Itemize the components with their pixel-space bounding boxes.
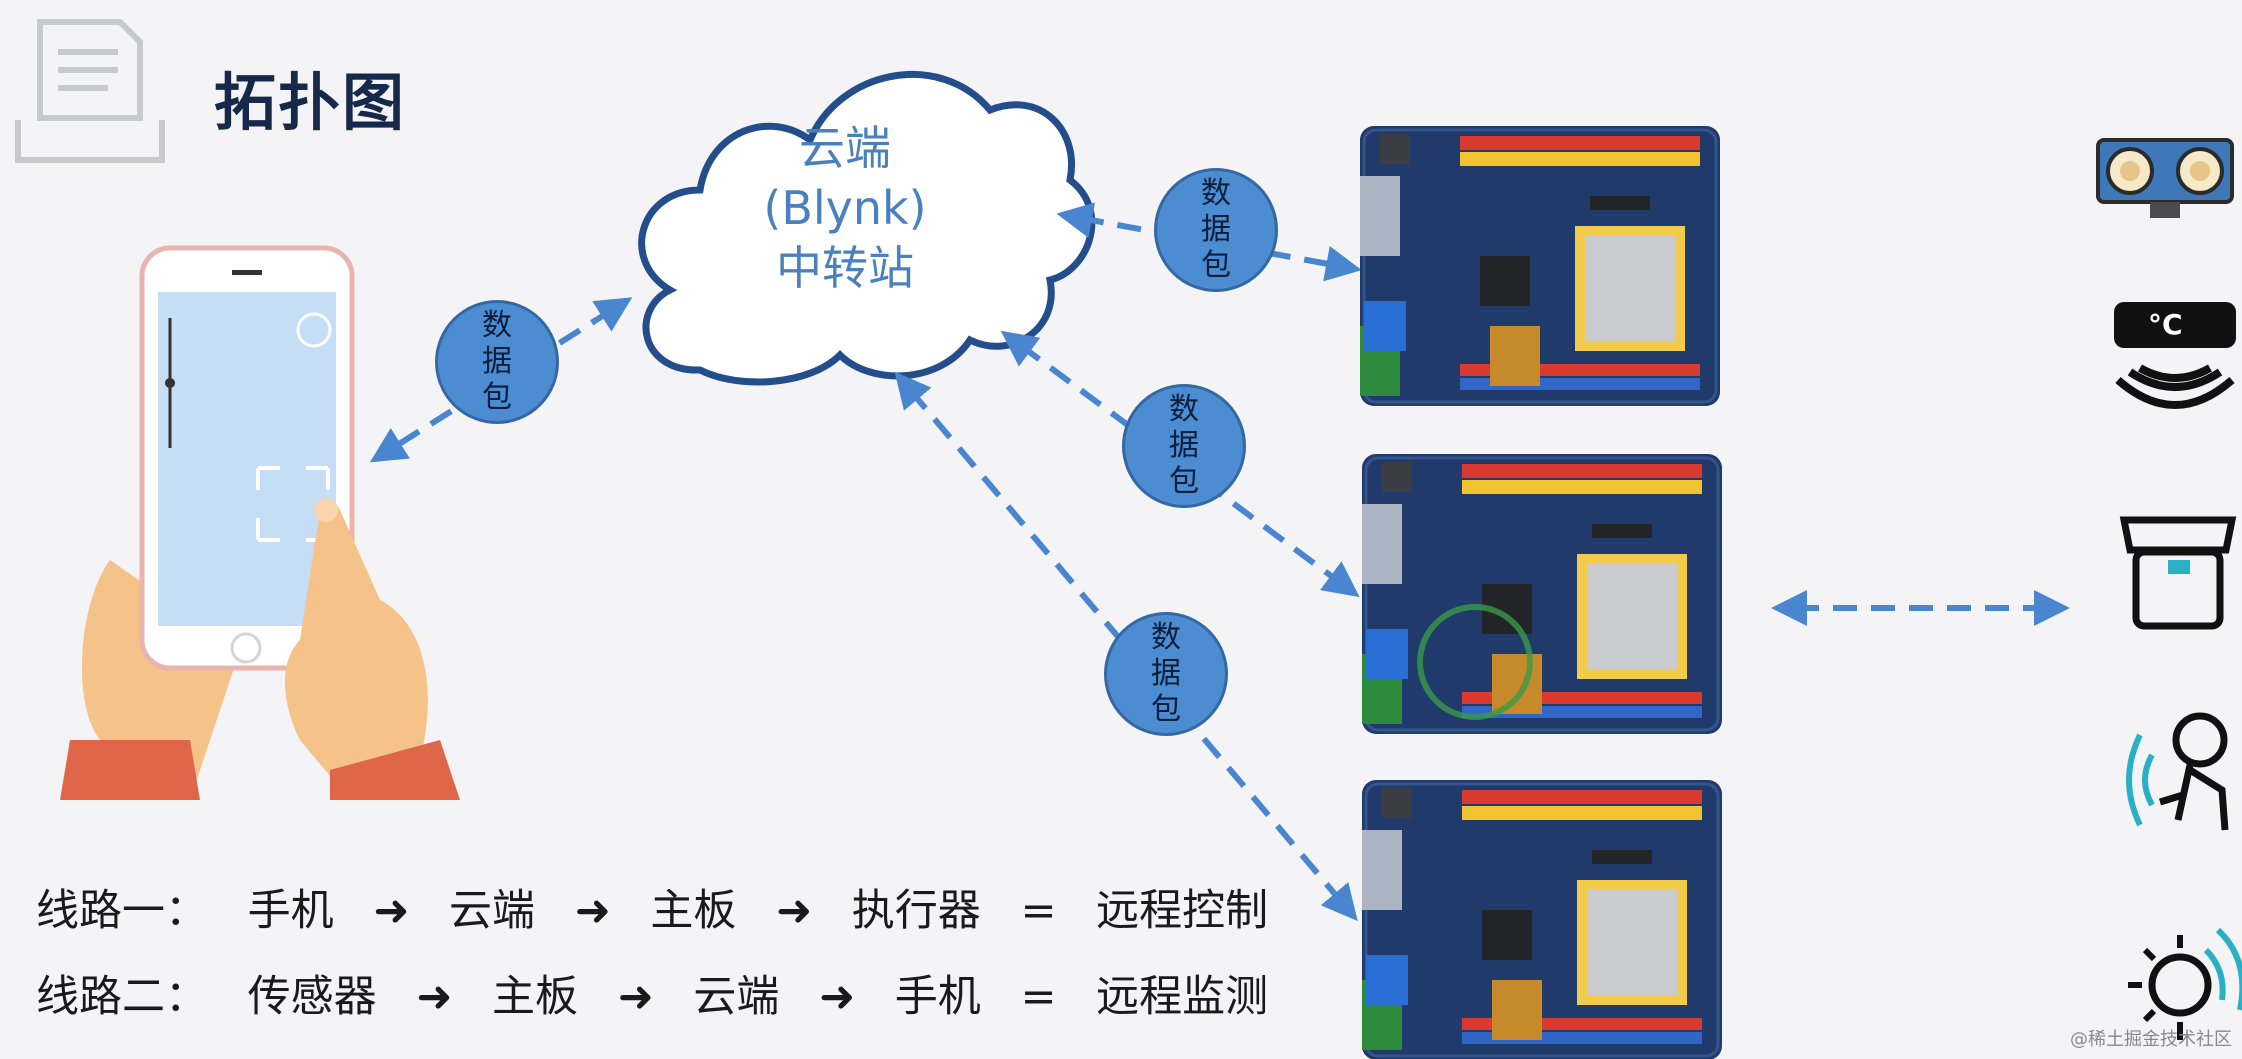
cloud-label-line2: (Blynk)	[763, 181, 927, 235]
phone-in-hands-illustration	[60, 245, 460, 800]
route-result: 远程控制	[1096, 886, 1269, 936]
esp32-board-1	[1358, 124, 1722, 408]
cloud-label-line1: 云端	[799, 121, 891, 175]
route-step: 执行器	[851, 886, 981, 936]
route-step: 主板	[650, 886, 737, 936]
packet-char: 数	[1169, 392, 1199, 427]
cloud-label-line3: 中转站	[776, 241, 914, 295]
route-arrow: ➜	[819, 972, 856, 1022]
route-arrow: ➜	[617, 972, 654, 1022]
pir-motion-sensor-icon	[2126, 712, 2229, 831]
route-arrow: ➜	[416, 972, 453, 1022]
route-line-1: 线路一： 手机 ➜ 云端 ➜ 主板 ➜ 执行器 = 远程控制	[36, 876, 1294, 938]
data-packet-bubble: 数 据 包	[1154, 168, 1278, 292]
packet-char: 据	[1201, 212, 1231, 247]
route-arrow: ➜	[373, 886, 410, 936]
route-step: 手机	[247, 886, 334, 936]
route-equals: =	[1020, 886, 1057, 936]
data-packet-bubble: 数 据 包	[1104, 612, 1228, 736]
route-step: 云端	[693, 972, 780, 1022]
document-tray-icon	[15, 19, 165, 163]
route-equals: =	[1020, 972, 1057, 1022]
data-packet-bubble: 数 据 包	[435, 300, 559, 424]
packet-char: 数	[482, 308, 512, 343]
route-arrow: ➜	[574, 886, 611, 936]
route-result: 远程监测	[1096, 972, 1269, 1022]
route-label: 线路一：	[36, 886, 208, 936]
camera-module-icon	[2119, 516, 2237, 630]
route-step: 主板	[492, 972, 579, 1022]
packet-char: 据	[482, 344, 512, 379]
route-step: 手机	[894, 972, 981, 1022]
esp32-board-3	[1360, 778, 1724, 1059]
route-line-2: 线路二： 传感器 ➜ 主板 ➜ 云端 ➜ 手机 = 远程监测	[36, 962, 1294, 1024]
packet-char: 数	[1151, 620, 1181, 655]
packet-char: 包	[1169, 464, 1199, 499]
watermark: @稀土掘金技术社区	[2070, 1029, 2232, 1050]
light-sensor-icon	[2128, 927, 2242, 1040]
packet-char: 数	[1201, 176, 1231, 211]
highlight-circle	[1417, 604, 1533, 720]
temperature-unit-label: °C	[2148, 308, 2183, 341]
temperature-sensor-icon	[2114, 302, 2236, 409]
route-label: 线路二：	[36, 972, 208, 1022]
route-step: 云端	[449, 886, 536, 936]
ultrasonic-sensor-icon	[2096, 138, 2234, 218]
packet-char: 包	[1151, 692, 1181, 727]
packet-char: 包	[1201, 248, 1231, 283]
route-arrow: ➜	[776, 886, 813, 936]
data-packet-bubble: 数 据 包	[1122, 384, 1246, 508]
route-step: 传感器	[247, 972, 377, 1022]
cloud-label: 云端 (Blynk) 中转站	[720, 118, 970, 298]
esp32-board-2	[1360, 452, 1724, 736]
packet-char: 包	[482, 380, 512, 415]
packet-char: 据	[1151, 656, 1181, 691]
packet-char: 据	[1169, 428, 1199, 463]
page-title: 拓扑图	[214, 66, 407, 139]
